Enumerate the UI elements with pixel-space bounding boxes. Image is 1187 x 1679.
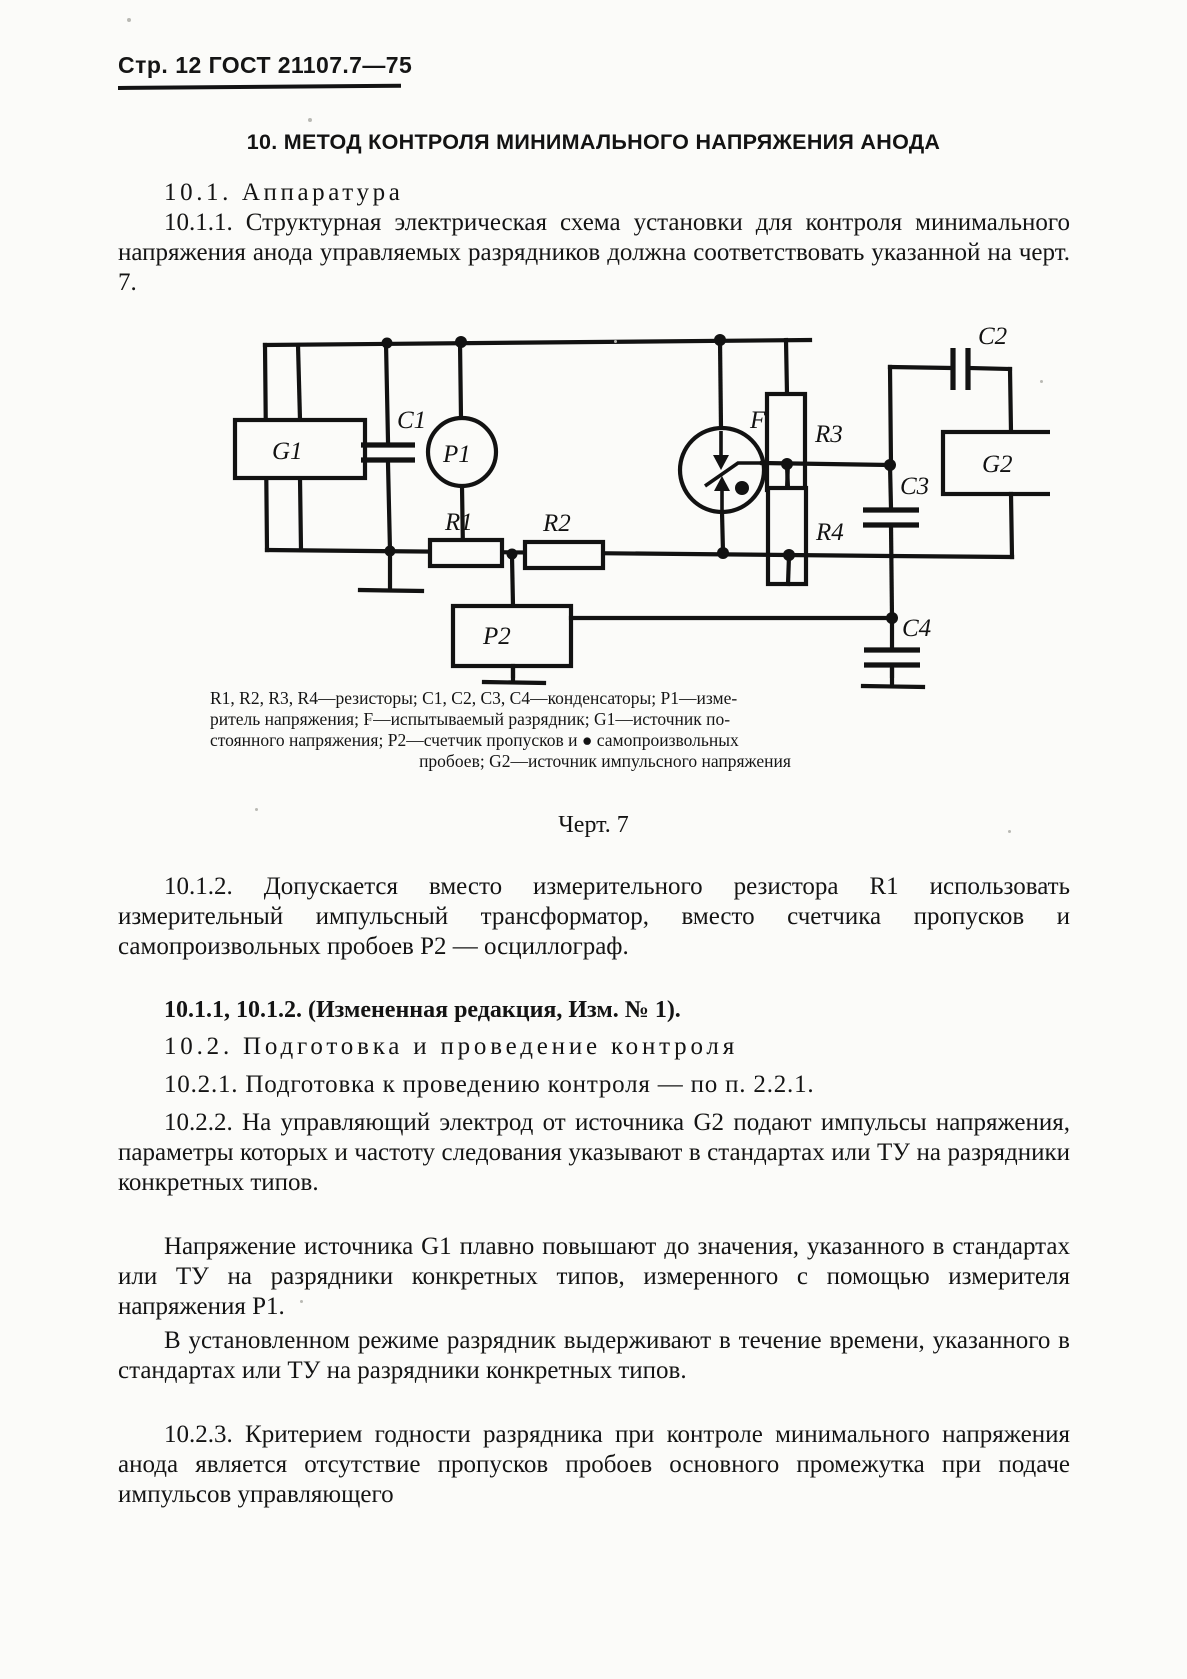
p1-top-lead bbox=[457, 339, 464, 421]
c1-top-lead bbox=[383, 340, 391, 444]
scan-speck bbox=[1040, 380, 1043, 383]
figure-caption-line-1: R1, R2, R3, R4—резисторы; C1, C2, C3, C4… bbox=[210, 688, 738, 708]
g1-label: G1 bbox=[272, 438, 303, 465]
p2-ground-bar bbox=[481, 679, 547, 686]
ground-bar-left bbox=[357, 587, 425, 594]
running-head: Стр. 12 ГОСТ 21107.7—75 bbox=[118, 52, 412, 79]
paragraph-g1-voltage: Напряжение источника G1 плавно повышают … bbox=[118, 1233, 1070, 1320]
paragraph-10-1-1: 10.1.1. Структурная электрическая схема … bbox=[118, 209, 1070, 296]
c3-top-lead bbox=[887, 462, 894, 511]
paragraph-revision-note: 10.1.1, 10.1.2. (Измененная редакция, Из… bbox=[164, 997, 681, 1023]
figure-number: Черт. 7 bbox=[558, 812, 629, 838]
c2-left-vertical bbox=[887, 364, 894, 468]
paragraph-10-1-heading: 10.1. Аппаратура bbox=[164, 179, 404, 206]
circuit-diagram-figure: G1 C1 P1 bbox=[150, 318, 1050, 678]
figure-caption-line-4: пробоев; G2—источник импульсного напряже… bbox=[419, 751, 791, 771]
page-number-label: Стр. 12 bbox=[118, 52, 202, 78]
junction-dot-p1-top bbox=[455, 336, 467, 348]
g2-label: G2 bbox=[982, 451, 1013, 478]
c4-ground-bar bbox=[860, 683, 926, 690]
f-bottom-lead bbox=[719, 509, 726, 555]
g2-source-box bbox=[940, 429, 1050, 497]
r4-label: R4 bbox=[815, 519, 844, 546]
scan-speck bbox=[1008, 830, 1011, 833]
paragraph-10-2-3: 10.2.3. Критерием годности разрядника пр… bbox=[118, 1421, 1070, 1508]
c2-label: C2 bbox=[978, 323, 1007, 350]
circuit-schematic-svg: G1 C1 P1 bbox=[232, 323, 1050, 678]
r1-label: R1 bbox=[444, 509, 473, 536]
f-cathode-arrowhead bbox=[714, 476, 730, 491]
paragraph-established-mode: В установленном режиме разрядник выдержи… bbox=[118, 1327, 1070, 1384]
r1-resistor-body bbox=[427, 537, 505, 569]
c1-bottom-lead bbox=[385, 460, 393, 554]
paragraph-10-2-2: 10.2.2. На управляющий электрод от источ… bbox=[118, 1109, 1070, 1196]
figure-caption: R1, R2, R3, R4—резисторы; C1, C2, C3, C4… bbox=[210, 688, 1000, 772]
g1-top-lead bbox=[295, 342, 303, 423]
c3-bottom-lead bbox=[888, 522, 895, 621]
f-label: F bbox=[749, 407, 766, 434]
paragraph-10-1-2: 10.1.2. Допускается вместо измерительног… bbox=[118, 873, 1070, 960]
f-trigger-electrode-dot bbox=[735, 481, 749, 495]
c4-label: C4 bbox=[902, 615, 931, 642]
p2-label: P2 bbox=[482, 623, 511, 650]
junction-dot-c1-top bbox=[381, 337, 393, 349]
figure-caption-line-3: стоянного напряжения; P2—счетчик пропуск… bbox=[210, 730, 739, 750]
junction-dot-f-top bbox=[714, 334, 726, 346]
f-top-lead bbox=[717, 337, 724, 431]
g2-return-wire bbox=[889, 553, 1015, 560]
p2-counter-box bbox=[450, 603, 574, 669]
p1-meter-circle bbox=[425, 415, 499, 489]
paragraph-10-2-1: 10.2.1. Подготовка к проведению контроля… bbox=[164, 1071, 815, 1098]
c2-right-lead bbox=[965, 365, 1013, 372]
c3-label: C3 bbox=[900, 473, 929, 500]
g2-top-lead bbox=[1007, 366, 1014, 435]
r3-label: R3 bbox=[814, 421, 843, 448]
g2-bottom-lead bbox=[1008, 491, 1015, 560]
c1-label: C1 bbox=[397, 407, 426, 434]
top-rail-wire bbox=[262, 337, 813, 348]
header-rule bbox=[117, 83, 402, 90]
r2-label: R2 bbox=[542, 510, 571, 537]
scan-speck bbox=[127, 18, 131, 22]
f-anode-arrowhead bbox=[713, 455, 729, 470]
paragraph-10-2-heading: 10.2. Подготовка и проведение контроля bbox=[164, 1033, 739, 1060]
r2-resistor-body bbox=[522, 539, 606, 571]
lower-ground-symbols bbox=[481, 668, 926, 690]
r4-top-lead bbox=[784, 463, 791, 491]
scan-speck bbox=[614, 340, 617, 343]
figure-caption-line-2: ритель напряжения; F—испытываемый разряд… bbox=[210, 709, 731, 729]
p1-label: P1 bbox=[442, 441, 471, 468]
scan-speck bbox=[368, 718, 371, 721]
scan-speck bbox=[308, 118, 312, 122]
f-gap-contact bbox=[703, 461, 762, 488]
standard-number: ГОСТ 21107.7—75 bbox=[208, 52, 413, 78]
c2-left-lead bbox=[887, 364, 953, 371]
scan-speck bbox=[255, 808, 258, 811]
junction-dot-f-bottom bbox=[717, 547, 729, 559]
r3-top-lead bbox=[783, 337, 790, 397]
section-title: 10. МЕТОД КОНТРОЛЯ МИНИМАЛЬНОГО НАПРЯЖЕН… bbox=[246, 130, 941, 154]
scan-speck bbox=[300, 1300, 303, 1303]
p2-top-lead bbox=[509, 553, 516, 609]
g1-bottom-lead bbox=[297, 475, 304, 553]
g1-source-box bbox=[232, 417, 368, 481]
